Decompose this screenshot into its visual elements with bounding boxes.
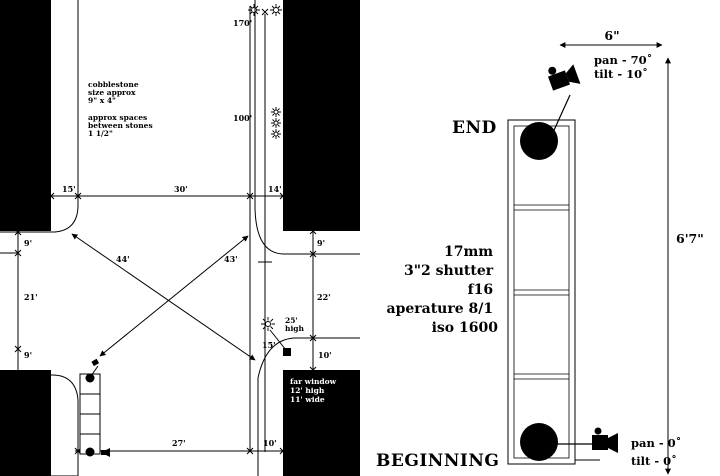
dim-15-top: 15' bbox=[62, 184, 76, 194]
dim-10-right: 10' bbox=[318, 350, 332, 360]
dim-14: 14' bbox=[268, 184, 282, 194]
dimension-left bbox=[14, 228, 22, 379]
rig-wheel-bottom bbox=[520, 423, 558, 461]
far-window-note: far window 12' high 11' wide bbox=[290, 377, 339, 404]
width-label: 6" bbox=[604, 28, 619, 43]
cobblestone-note: cobblestone size approx 9" x 4" approx s… bbox=[88, 80, 155, 138]
street-plan: 15' 30' 14' 27' 10' 9' 21' 9' 9' 22' 10' bbox=[0, 0, 360, 476]
end-label: END bbox=[452, 118, 497, 138]
dim-44: 44' bbox=[116, 254, 130, 264]
height-label: 6'7" bbox=[676, 231, 704, 246]
lamp-icons bbox=[248, 4, 282, 331]
dim-22: 22' bbox=[317, 292, 331, 302]
lamp-icon bbox=[270, 4, 282, 16]
diagonals bbox=[71, 233, 256, 361]
dim-21: 21' bbox=[24, 292, 38, 302]
street-lamp-icon bbox=[261, 317, 275, 331]
dim-43: 43' bbox=[224, 254, 238, 264]
dimension-right bbox=[309, 227, 317, 374]
building-top-left bbox=[0, 0, 51, 231]
building-top-right bbox=[283, 0, 360, 231]
rig-frame bbox=[507, 119, 576, 465]
beginning-label: BEGINNING bbox=[376, 451, 499, 471]
building-bottom-right bbox=[283, 370, 360, 476]
camera-icon-start bbox=[592, 427, 618, 453]
lamp-icon bbox=[271, 118, 281, 128]
building-bottom-left bbox=[0, 370, 51, 476]
dim-170: 170' bbox=[233, 18, 252, 28]
lamp-icon bbox=[271, 107, 281, 117]
dim-9-left-bottom: 9' bbox=[24, 350, 32, 360]
start-camera-settings: pan - 0˚ tilt - 0˚ bbox=[631, 436, 685, 468]
dim-10-bottom: 10' bbox=[263, 438, 277, 448]
end-camera-settings: pan - 70˚ tilt - 10˚ bbox=[594, 53, 656, 81]
dimension-row-top bbox=[47, 192, 287, 200]
dim-9-left-top: 9' bbox=[24, 238, 32, 248]
dim-9-right: 9' bbox=[317, 238, 325, 248]
dim-15-right: 15' bbox=[262, 340, 276, 350]
dim-100: 100' bbox=[233, 113, 252, 123]
dim-30: 30' bbox=[174, 184, 188, 194]
lamp-height-note: 25' high bbox=[285, 316, 305, 333]
camera-icon-end bbox=[547, 64, 581, 91]
rig-wheel-top bbox=[520, 122, 558, 160]
dim-27: 27' bbox=[172, 438, 186, 448]
rig-elevation: 6" 6'7" pan - 70˚ tilt - 10˚ pan - 0˚ ti… bbox=[376, 28, 717, 475]
camera-settings: 17mm 3"2 shutter f16 aperature 8/1 iso 1… bbox=[387, 244, 499, 336]
lamp-icon bbox=[271, 129, 281, 139]
lamp-icon bbox=[248, 4, 260, 16]
lamp-base bbox=[283, 348, 291, 356]
plan-rig bbox=[79, 358, 110, 457]
